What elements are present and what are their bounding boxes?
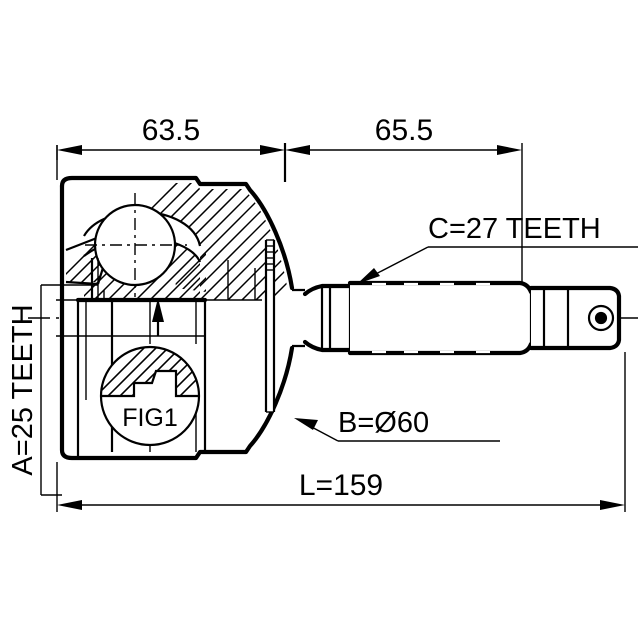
a-teeth-text: A=25 TEETH xyxy=(7,304,39,475)
fig1-label: FIG1 xyxy=(122,404,178,432)
callout-b-diameter: B=Ø60 xyxy=(294,407,500,442)
arrow-left-L xyxy=(57,500,82,510)
bore-edges xyxy=(56,297,262,337)
callout-a-teeth: A=25 TEETH xyxy=(7,284,98,496)
dimension-L-text: L=159 xyxy=(299,469,383,502)
c-teeth-text: C=27 TEETH xyxy=(428,213,601,245)
dimension-L-159: L=159 xyxy=(56,352,626,512)
arrow-left-63-5 xyxy=(57,145,82,155)
dimension-65-5-text: 65.5 xyxy=(375,114,433,147)
section-hatch-right-race xyxy=(172,246,206,292)
dimension-63-5: 63.5 xyxy=(57,114,285,155)
arrow-left-65-5 xyxy=(285,145,310,155)
bearing-ball xyxy=(85,193,187,297)
c-teeth-arrowhead xyxy=(357,268,380,284)
b-diameter-arrowhead xyxy=(294,418,318,430)
arrow-right-L xyxy=(600,500,625,510)
section-arrow-up xyxy=(152,298,164,336)
dimension-63-5-text: 63.5 xyxy=(142,114,200,147)
c-teeth-leader-line xyxy=(367,246,429,279)
detail-circle-fig1: FIG1 xyxy=(99,345,201,447)
spline-dash-marks xyxy=(372,282,490,354)
dimension-65-5: 65.5 xyxy=(285,114,522,155)
end-cross-hole xyxy=(587,304,615,332)
arrow-right-63-5 xyxy=(260,145,285,155)
arrow-right-65-5 xyxy=(497,145,522,155)
callout-c-teeth: C=27 TEETH xyxy=(357,213,638,284)
dimension-extension-lines xyxy=(56,143,523,300)
b-diameter-text: B=Ø60 xyxy=(338,407,429,439)
shaft-assembly xyxy=(292,280,622,356)
boot-flange-strips xyxy=(264,239,276,413)
